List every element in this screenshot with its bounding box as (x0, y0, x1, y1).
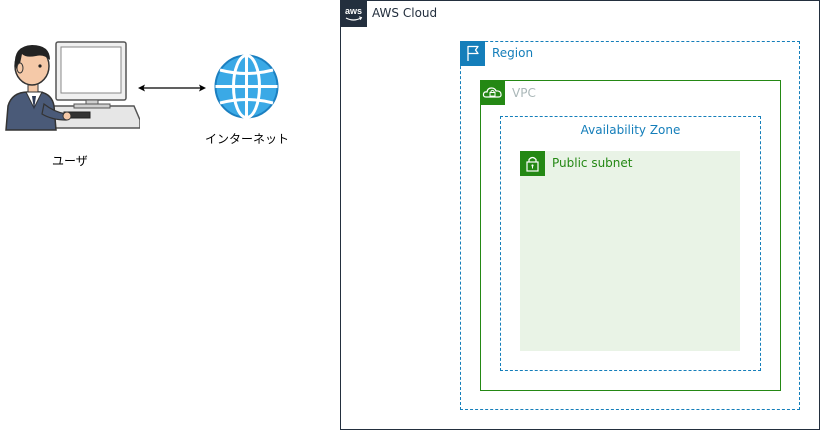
subnet-icon-container (520, 151, 545, 176)
vpc-icon-container (480, 80, 505, 105)
user-at-computer-icon (5, 41, 140, 131)
svg-text:aws: aws (345, 6, 362, 16)
region-label: Region (492, 46, 534, 60)
region-group (460, 41, 800, 410)
availability-zone-group (500, 116, 761, 371)
public-subnet-group (520, 151, 740, 351)
aws-cloud-group (340, 0, 820, 430)
internet-globe (213, 53, 280, 120)
user-illustration (0, 36, 140, 134)
aws-logo-icon: aws (340, 0, 367, 27)
public-subnet-label: Public subnet (552, 156, 633, 170)
availability-zone-label: Availability Zone (580, 123, 681, 137)
aws-cloud-label: AWS Cloud (372, 6, 438, 20)
lock-icon (526, 156, 539, 172)
globe-icon (214, 54, 279, 119)
vpc-group (480, 80, 781, 391)
cloud-lock-icon (482, 87, 502, 98)
user-label: ユーザ (52, 154, 88, 168)
vpc-label: VPC (512, 86, 536, 100)
flag-icon (467, 45, 479, 61)
connection-arrow (138, 84, 206, 92)
region-flag-container (460, 41, 485, 66)
internet-label: インターネット (205, 132, 290, 146)
